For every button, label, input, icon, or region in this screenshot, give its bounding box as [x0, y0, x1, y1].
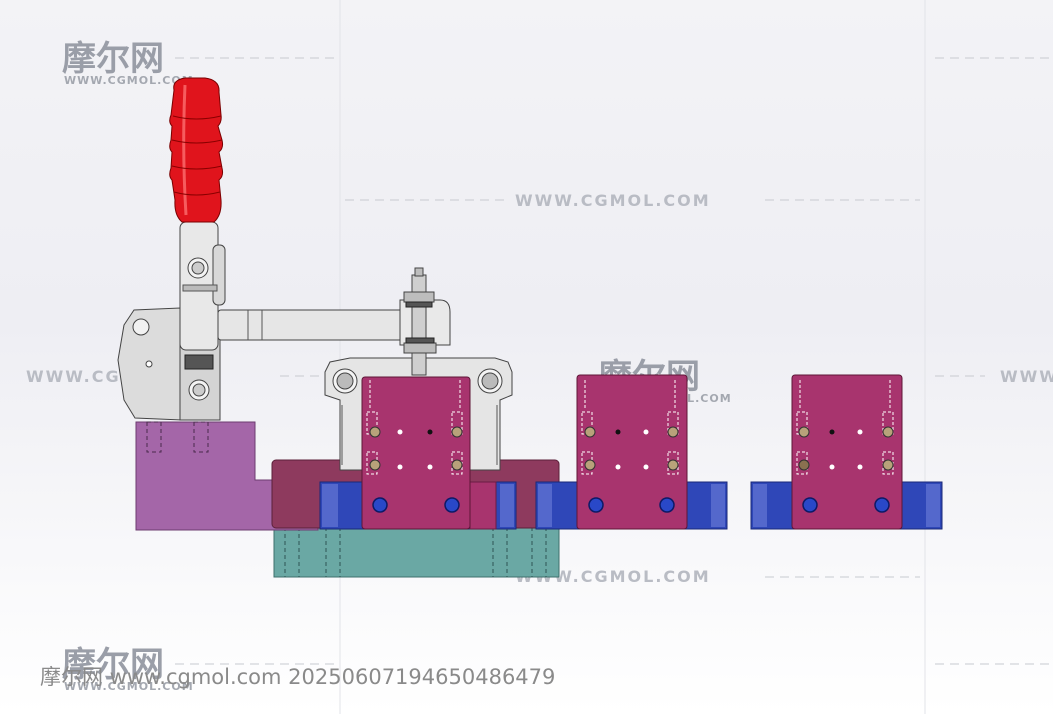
- watermark-site: WWW.CGMOL.COM: [1000, 367, 1053, 386]
- toggle-clamp-icon[interactable]: [117, 221, 451, 421]
- fixture-station-3: [750, 374, 943, 530]
- watermark-logo-sub: WWW.CGMOL.COM: [64, 680, 194, 693]
- watermark-logo-sub: WWW.CGMOL.COM: [64, 74, 194, 87]
- watermark-logo: 摩尔网: [62, 645, 164, 685]
- footer-caption: 摩尔网 www.cgmol.com 20250607194650486479: [40, 665, 555, 689]
- fixture-station-2: [535, 374, 728, 530]
- watermark-logo: 摩尔网: [62, 39, 164, 79]
- watermark-site: WWW.CGMOL.COM: [515, 567, 711, 586]
- base-plate-icon: [273, 526, 560, 578]
- watermark-site: WWW.CGMOL.COM: [515, 191, 711, 210]
- spacer-block: [469, 481, 497, 530]
- handle-grip-icon[interactable]: [169, 77, 224, 223]
- fixture-block-icon: [361, 376, 471, 530]
